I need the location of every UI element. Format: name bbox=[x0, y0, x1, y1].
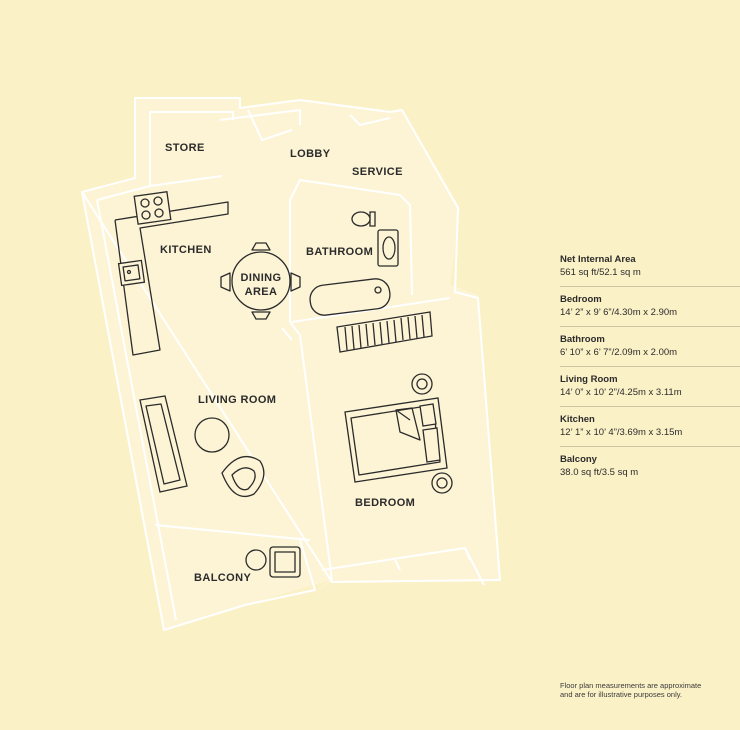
armchair-icon bbox=[221, 455, 265, 498]
spec-value: 14’ 2” x 9’ 6”/4.30m x 2.90m bbox=[560, 307, 678, 318]
room-label-dining-2: AREA bbox=[245, 286, 278, 298]
room-label-store: STORE bbox=[165, 142, 205, 154]
balcony-table bbox=[245, 549, 267, 571]
balcony-furniture bbox=[245, 546, 301, 578]
chair-icon bbox=[290, 272, 301, 292]
coffee-table bbox=[194, 417, 230, 453]
sofa-icon bbox=[139, 395, 188, 493]
chair-icon bbox=[251, 311, 271, 320]
sink-basin-icon bbox=[122, 264, 141, 282]
spec-net-area: Net Internal Area 561 sq ft/52.1 sq m bbox=[560, 247, 740, 287]
sink-icon bbox=[117, 259, 146, 287]
hob-burner-icon bbox=[141, 210, 151, 220]
living-furniture bbox=[139, 395, 265, 498]
spec-kitchen: Kitchen 12’ 1” x 10’ 4”/3.69m x 3.15m bbox=[560, 407, 740, 447]
spec-label: Balcony bbox=[560, 454, 597, 465]
bathtub-icon bbox=[309, 278, 391, 316]
chair-icon bbox=[251, 242, 271, 251]
room-label-living: LIVING ROOM bbox=[198, 394, 276, 406]
bedside-table bbox=[431, 472, 453, 494]
bed bbox=[344, 373, 453, 494]
spec-label: Bedroom bbox=[560, 294, 602, 305]
disclaimer-line: and are for illustrative purposes only. bbox=[560, 690, 683, 699]
spec-value: 12’ 1” x 10’ 4”/3.69m x 3.15m bbox=[560, 427, 683, 438]
spec-living-room: Living Room 14’ 0” x 10’ 2”/4.25m x 3.11… bbox=[560, 367, 740, 407]
dining-set bbox=[220, 242, 301, 320]
disclaimer-line: Floor plan measurements are approximate bbox=[560, 681, 702, 690]
bed-pillow bbox=[422, 427, 441, 463]
bathroom-fixtures bbox=[309, 211, 399, 316]
spec-bedroom: Bedroom 14’ 2” x 9’ 6”/4.30m x 2.90m bbox=[560, 287, 740, 327]
room-label-lobby: LOBBY bbox=[290, 148, 331, 160]
spec-label: Living Room bbox=[560, 374, 618, 385]
spec-value: 561 sq ft/52.1 sq m bbox=[560, 267, 641, 278]
hob-burner-icon bbox=[153, 196, 163, 206]
spec-label: Kitchen bbox=[560, 414, 595, 425]
spec-label: Net Internal Area bbox=[560, 254, 636, 265]
toilet-icon bbox=[369, 211, 376, 227]
measurements-list: Net Internal Area 561 sq ft/52.1 sq m Be… bbox=[560, 247, 740, 486]
wardrobe bbox=[336, 311, 433, 353]
room-label-service: SERVICE bbox=[352, 166, 403, 178]
bedside-table bbox=[411, 373, 433, 395]
spec-label: Bathroom bbox=[560, 334, 605, 345]
room-label-balcony: BALCONY bbox=[194, 572, 251, 584]
spec-bathroom: Bathroom 6’ 10” x 6’ 7”/2.09m x 2.00m bbox=[560, 327, 740, 367]
toilet-bowl-icon bbox=[351, 211, 371, 227]
bed-cover-fold bbox=[395, 407, 421, 441]
room-label-kitchen: KITCHEN bbox=[160, 244, 212, 256]
room-label-dining-1: DINING bbox=[241, 272, 282, 284]
spec-balcony: Balcony 38.0 sq ft/3.5 sq m bbox=[560, 447, 740, 486]
spec-value: 6’ 10” x 6’ 7”/2.09m x 2.00m bbox=[560, 347, 678, 358]
bed-pillow bbox=[419, 403, 437, 427]
chair-icon bbox=[220, 272, 231, 292]
dining-table bbox=[231, 251, 291, 311]
kitchen-counter bbox=[114, 191, 229, 356]
hob-burner-icon bbox=[140, 198, 150, 208]
balcony-chair bbox=[269, 546, 301, 578]
disclaimer-note: Floor plan measurements are approximate … bbox=[560, 681, 735, 699]
hob-icon bbox=[133, 191, 172, 225]
room-label-bathroom: BATHROOM bbox=[306, 246, 373, 258]
hob-burner-icon bbox=[154, 208, 164, 218]
spec-value: 38.0 sq ft/3.5 sq m bbox=[560, 467, 639, 478]
room-label-bedroom: BEDROOM bbox=[355, 497, 415, 509]
spec-value: 14’ 0” x 10’ 2”/4.25m x 3.11m bbox=[560, 387, 682, 398]
